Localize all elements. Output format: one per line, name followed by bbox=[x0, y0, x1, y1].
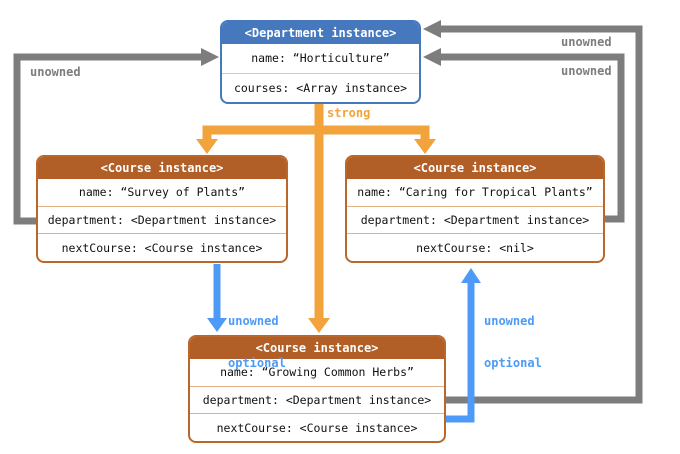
course-right-name-row: name: “Caring for Tropical Plants” bbox=[357, 185, 593, 200]
strong-arrow-group bbox=[196, 104, 436, 333]
unowned-arrow-right-inner bbox=[423, 48, 625, 223]
course-right-department-row: department: <Department instance> bbox=[347, 205, 603, 234]
course-right-nextcourse-row: nextCourse: <nil> bbox=[347, 233, 603, 261]
course-bottom-title: <Course instance> bbox=[190, 337, 444, 359]
unowned-optional-label-left-line1: unowned bbox=[228, 314, 279, 328]
department-name-row: name: “Horticulture” bbox=[251, 51, 390, 66]
unowned-optional-label-right-line1: unowned bbox=[484, 314, 535, 328]
unowned-label-mid-right: unowned bbox=[561, 64, 612, 78]
unowned-optional-arrow-right bbox=[446, 268, 481, 423]
course-bottom-name-row: name: “Growing Common Herbs” bbox=[220, 365, 414, 380]
course-right-title: <Course instance> bbox=[347, 157, 603, 179]
course-instance-box-left: <Course instance> name: “Survey of Plant… bbox=[36, 155, 288, 263]
unowned-label-top-right: unowned bbox=[561, 35, 612, 49]
course-bottom-nextcourse-row: nextCourse: <Course instance> bbox=[190, 413, 444, 441]
course-left-nextcourse-row: nextCourse: <Course instance> bbox=[38, 233, 286, 261]
strong-label: strong bbox=[327, 106, 371, 120]
unowned-arrow-left bbox=[13, 48, 219, 225]
unowned-optional-label-left: unowned optional bbox=[228, 286, 286, 398]
course-bottom-department-row: department: <Department instance> bbox=[190, 385, 444, 414]
course-instance-box-right: <Course instance> name: “Caring for Trop… bbox=[345, 155, 605, 263]
course-left-title: <Course instance> bbox=[38, 157, 286, 179]
department-instance-box: <Department instance> name: “Horticultur… bbox=[220, 20, 421, 104]
unowned-optional-label-right-line2: optional bbox=[484, 356, 542, 370]
unowned-arrow-right-outer bbox=[423, 20, 643, 404]
course-left-department-row: department: <Department instance> bbox=[38, 205, 286, 234]
course-instance-box-bottom: <Course instance> name: “Growing Common … bbox=[188, 335, 446, 443]
department-courses-row: courses: <Array instance> bbox=[222, 72, 419, 103]
department-box-title: <Department instance> bbox=[222, 22, 419, 44]
unowned-label-left: unowned bbox=[30, 65, 81, 79]
course-left-name-row: name: “Survey of Plants” bbox=[78, 185, 246, 200]
unowned-optional-arrow-left bbox=[207, 264, 227, 332]
unowned-optional-label-right: unowned optional bbox=[484, 286, 542, 398]
unowned-optional-label-left-line2: optional bbox=[228, 356, 286, 370]
